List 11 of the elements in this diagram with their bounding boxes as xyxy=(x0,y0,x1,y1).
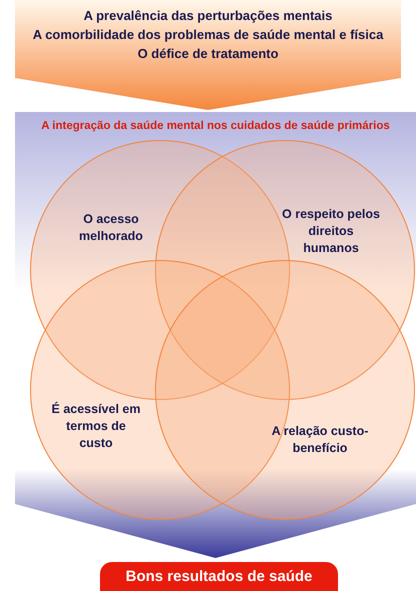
arrow-banner xyxy=(15,0,401,110)
circle-label: É acessível em termos de custo xyxy=(51,401,141,452)
result-box: Bons resultados de saúde xyxy=(100,562,338,591)
panel-title: A integração da saúde mental nos cuidados de saúde primários xyxy=(40,120,391,132)
banner-text: O défice de tratamento xyxy=(136,46,280,61)
panel xyxy=(15,112,416,560)
circle-label: O acesso melhorado xyxy=(78,211,144,245)
banner-text: A prevalência das perturbações mentais xyxy=(82,8,334,23)
banner-text: A comorbilidade dos problemas de saúde mental e física xyxy=(32,27,384,42)
circle-label: A relação custo-benefício xyxy=(271,423,369,457)
circle-label: O respeito pelos direitos humanos xyxy=(281,206,381,257)
